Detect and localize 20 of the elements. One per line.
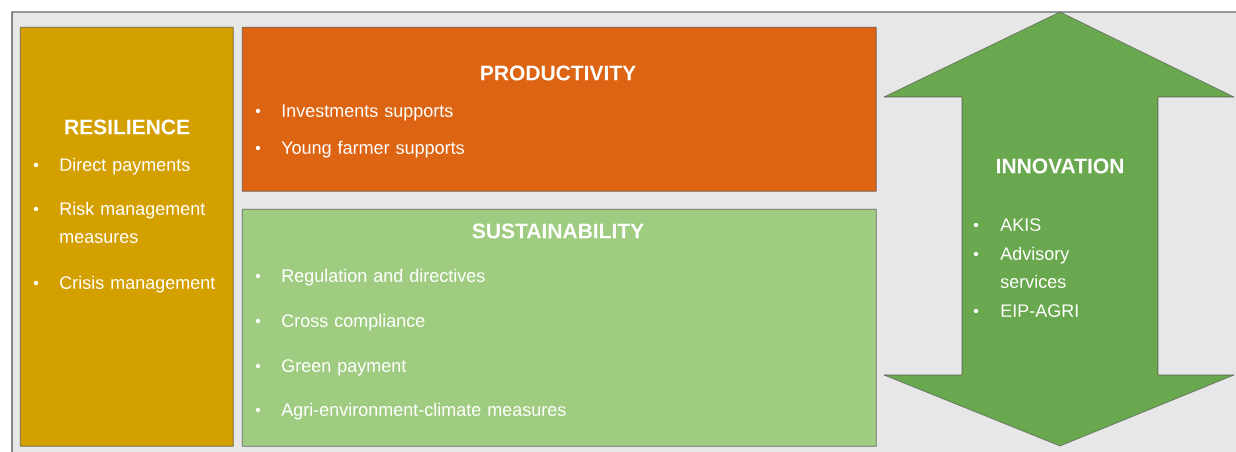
box-heading: INNOVATION <box>997 158 1123 174</box>
bullet-item: Direct payments <box>33 157 190 175</box>
box-heading: PRODUCTIVITY <box>481 65 636 81</box>
box-heading: SUSTAINABILITY <box>472 223 644 239</box>
bullet-item: Cross compliance <box>255 313 425 331</box>
bullet-item: AKIS <box>973 218 1041 231</box>
productivity-box <box>242 27 877 192</box>
bullet-item: Green payment <box>255 359 407 376</box>
bullet-item: Advisory services <box>973 246 1070 288</box>
bullet-item: Risk management measures <box>33 201 206 243</box>
bullet-item: Agri-environment-climate measures <box>255 402 566 420</box>
bullet-item: EIP-AGRI <box>973 304 1078 317</box>
bullet-item: Young farmer supports <box>255 140 464 158</box>
bullet-item: Investments supports <box>255 104 453 121</box>
bullet-item: Regulation and directives <box>255 268 485 286</box>
resilience-box <box>20 27 234 447</box>
double-arrow <box>883 11 1235 447</box>
bullet-item: Crisis management <box>33 275 216 293</box>
sustainability-box <box>242 209 877 447</box>
box-heading: RESILIENCE <box>65 119 190 135</box>
